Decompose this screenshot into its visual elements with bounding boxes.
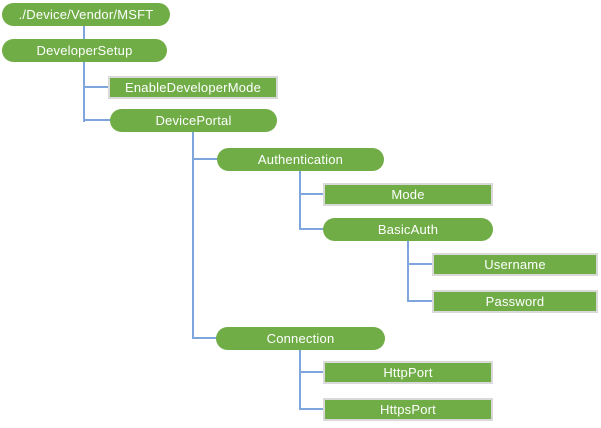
tree-node-enabledevelopermode: EnableDeveloperMode	[108, 76, 278, 99]
connector-stub-password	[407, 300, 434, 302]
connector-basicauth-trunk	[407, 241, 409, 302]
tree-node-connection: Connection	[216, 327, 385, 350]
connector-msft-to-developersetup	[83, 26, 85, 39]
tree-node-username: Username	[432, 253, 598, 276]
connector-connection-trunk	[299, 350, 301, 410]
tree-node-basicauth: BasicAuth	[323, 218, 493, 241]
connector-stub-deviceportal	[83, 119, 112, 121]
connector-stub-username	[407, 263, 434, 265]
connector-deviceportal-trunk	[192, 132, 194, 339]
tree-node-deviceportal: DevicePortal	[110, 109, 277, 132]
connector-developersetup-trunk	[83, 62, 85, 122]
tree-node-httpsport: HttpsPort	[323, 398, 493, 421]
connector-stub-basicauth	[299, 228, 325, 230]
tree-node-mode: Mode	[323, 183, 493, 206]
connector-stub-authentication	[192, 158, 219, 160]
connector-stub-mode	[299, 193, 325, 195]
connector-stub-httpsport	[299, 408, 325, 410]
tree-node-msft-root: ./Device/Vendor/MSFT	[2, 3, 170, 26]
connector-authentication-trunk	[299, 170, 301, 230]
connector-stub-connection	[192, 337, 218, 339]
tree-node-developersetup: DeveloperSetup	[2, 39, 167, 62]
tree-node-password: Password	[432, 290, 598, 313]
connector-stub-enabledevelopermode	[83, 86, 110, 88]
tree-node-httpport: HttpPort	[323, 361, 493, 384]
connector-stub-httpport	[299, 371, 325, 373]
tree-node-authentication: Authentication	[217, 148, 384, 171]
